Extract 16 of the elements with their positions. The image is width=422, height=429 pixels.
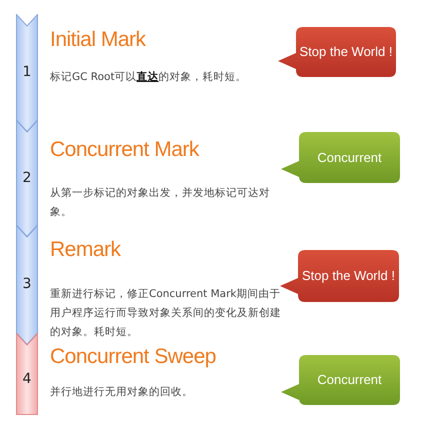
step-band: 1: [16, 14, 38, 132]
step-band: 4: [16, 333, 38, 415]
phase-description: 标记GC Root可以直达的对象，耗时短。: [50, 70, 248, 85]
phase-title: Initial Mark: [50, 28, 146, 52]
speech-bubble: Stop the World !: [280, 250, 399, 302]
phase-title: Remark: [50, 238, 121, 262]
speech-bubble: Concurrent: [281, 355, 400, 405]
step-band: 2: [16, 120, 38, 237]
speech-bubble: Stop the World !: [278, 27, 396, 77]
speech-bubble: Concurrent: [281, 132, 400, 183]
phase-description: 并行地进行无用对象的回收。: [50, 385, 194, 400]
step-band: 3: [16, 225, 38, 345]
phase-description: 从第一步标记的对象出发，并发地标记可达对象。: [50, 186, 271, 220]
phase-title: Concurrent Sweep: [50, 345, 216, 369]
phase-title: Concurrent Mark: [50, 138, 199, 162]
phase-description: 重新进行标记，修正Concurrent Mark期间由于用户程序运行而导致对象关系间的变化及新创建的对象。耗时短。: [50, 287, 282, 340]
